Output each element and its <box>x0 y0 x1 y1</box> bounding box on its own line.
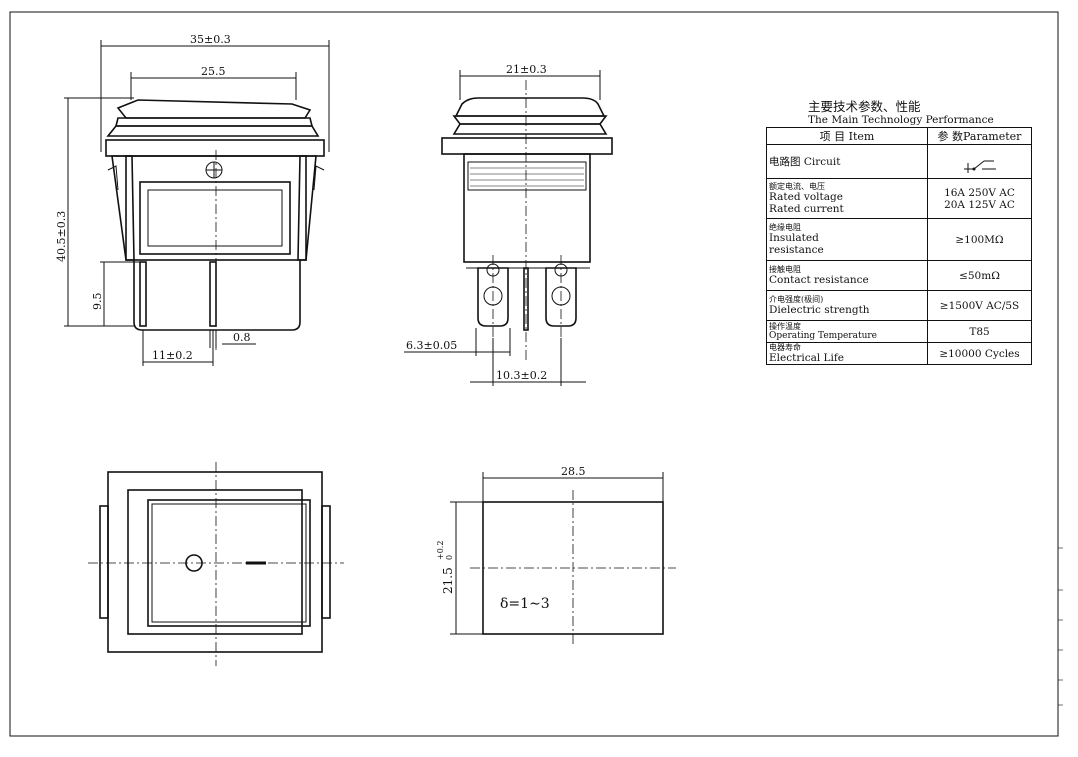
front-view: 35±0.3 25.5 40.5±0.3 9.5 0.8 11±0.2 <box>55 33 330 366</box>
param-value: 16A 250V AC 20A 125V AC <box>927 178 1032 219</box>
item-en: Dielectric strength <box>769 304 870 316</box>
dim-front-body-width: 25.5 <box>201 65 226 78</box>
item-cn: 额定电流、电压 <box>769 182 825 191</box>
item-cn: 电器寿命 <box>769 343 801 352</box>
dim-terminal-spacing: 11±0.2 <box>152 349 193 362</box>
table-row: 介电强度(极间)Dielectric strength ≥1500V AC/5S <box>766 290 1032 321</box>
header-item: 项 目 Item <box>766 127 928 145</box>
dim-cutout-height: 21.5 <box>441 567 455 594</box>
dim-side-width: 21±0.3 <box>506 63 547 76</box>
dim-terminal-thickness: 0.8 <box>233 331 251 344</box>
item-cn: 接触电阻 <box>769 265 801 274</box>
dim-terminal-length: 9.5 <box>91 293 104 311</box>
spec-table: 主要技术参数、性能 The Main Technology Performanc… <box>766 99 1032 365</box>
dim-cutout-width: 28.5 <box>561 465 586 478</box>
item-en: Operating Temperature <box>769 331 878 341</box>
dim-terminal-width: 6.3±0.05 <box>406 339 457 352</box>
table-row: 电路图 Circuit <box>766 144 1032 179</box>
param-value: ≥1500V AC/5S <box>927 290 1032 321</box>
panel-thickness-note: δ=1∼3 <box>500 596 550 612</box>
dim-cutout-height-tol-lower: 0 <box>445 555 454 560</box>
side-view: 21±0.3 6.3±0.05 10.3±0.2 <box>404 63 613 386</box>
circuit-symbol-cell <box>927 144 1032 179</box>
item-cn: 绝缘电阻 <box>769 223 801 232</box>
dim-side-terminal-spacing: 10.3±0.2 <box>496 369 547 382</box>
top-view <box>88 462 344 666</box>
item-en: Insulated resistance <box>769 232 824 256</box>
edge-marks <box>1058 547 1063 706</box>
param-value: ≥10000 Cycles <box>927 342 1032 365</box>
item-en: 电路图 Circuit <box>769 155 841 168</box>
dim-front-width: 35±0.3 <box>190 33 231 46</box>
spec-table-title-en: The Main Technology Performance <box>808 114 994 126</box>
dim-height: 40.5±0.3 <box>55 211 68 262</box>
item-en: Contact resistance <box>769 274 869 286</box>
table-header-row: 项 目 Item 参 数Parameter <box>766 127 1032 145</box>
item-cn: 操作温度 <box>769 322 801 331</box>
panel-cutout-view: 28.5 21.5 +0.2 0 δ=1∼3 <box>436 465 676 646</box>
item-cn: 介电强度(极间) <box>769 295 824 304</box>
drawing-border <box>9 11 1059 737</box>
dim-cutout-height-tol-upper: +0.2 <box>436 541 445 560</box>
item-en: Rated voltage Rated current <box>769 191 844 215</box>
param-value: ≤50mΩ <box>927 260 1032 291</box>
spec-table-title-cn: 主要技术参数、性能 <box>808 99 921 114</box>
switch-circuit-icon <box>963 160 996 173</box>
header-param: 参 数Parameter <box>927 127 1032 145</box>
spec-table-grid: 项 目 Item 参 数Parameter 电路图 Circuit 额定电流、电… <box>766 127 1032 365</box>
param-value: ≥100MΩ <box>927 218 1032 261</box>
item-en: Electrical Life <box>769 352 844 364</box>
param-value: T85 <box>927 320 1032 343</box>
